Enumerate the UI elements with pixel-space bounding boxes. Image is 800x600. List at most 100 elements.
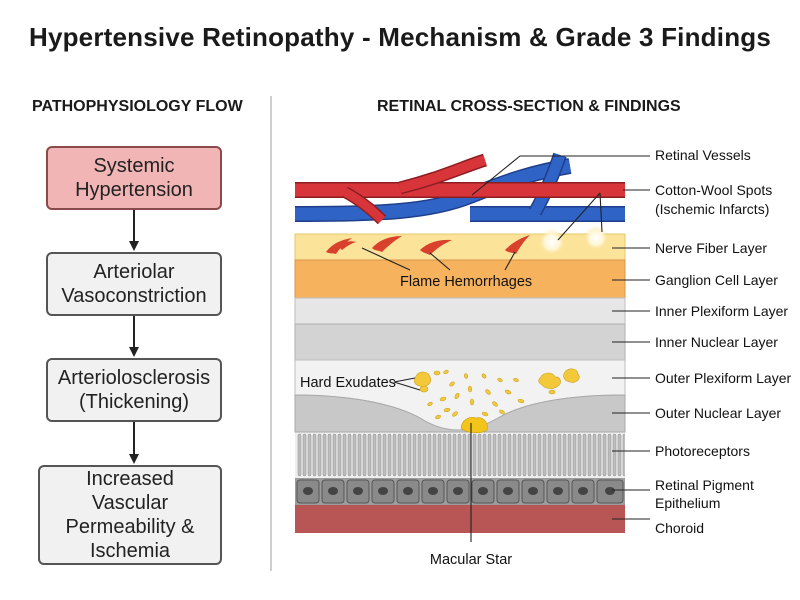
photoreceptor-rod <box>447 433 452 477</box>
choroid-layer <box>295 505 625 533</box>
photoreceptor-rod <box>582 433 587 477</box>
photoreceptor-rod <box>452 433 457 477</box>
flame-hemorrhages <box>326 235 530 255</box>
photoreceptor-rod <box>527 433 532 477</box>
retina-layers <box>294 233 626 533</box>
photoreceptor-rod <box>407 433 412 477</box>
inline-labels: Flame Hemorrhages Hard Exudates Macular … <box>300 274 532 568</box>
photoreceptor-rod <box>597 433 602 477</box>
photoreceptor-rod <box>427 433 432 477</box>
photoreceptor-rod <box>507 433 512 477</box>
photoreceptor-rod <box>437 433 442 477</box>
layer-labels: Retinal Vessels Cotton-Wool Spots (Ische… <box>655 147 791 536</box>
label-cotton-wool-1: Cotton-Wool Spots <box>655 182 772 198</box>
photoreceptor-rod <box>592 433 597 477</box>
photoreceptor-rod <box>362 433 367 477</box>
photoreceptor-rod <box>412 433 417 477</box>
photoreceptor-rod <box>572 433 577 477</box>
photoreceptor-rod <box>532 433 537 477</box>
label-rpe-1: Retinal Pigment <box>655 477 754 493</box>
flow-step-arteriolosclerosis: Arteriolosclerosis(Thickening) <box>46 358 222 422</box>
leader-flame-3 <box>504 251 516 271</box>
label-rpe-2: Epithelium <box>655 495 720 511</box>
photoreceptor-rod <box>352 433 357 477</box>
label-flame-hemorrhages: Flame Hemorrhages <box>400 274 532 290</box>
photoreceptor-rod <box>502 433 507 477</box>
photoreceptor-rod <box>557 433 562 477</box>
cross-section-heading: RETINAL CROSS-SECTION & FINDINGS <box>377 98 681 115</box>
photoreceptor-rod <box>497 433 502 477</box>
photoreceptor-rod <box>417 433 422 477</box>
label-nerve-fiber: Nerve Fiber Layer <box>655 240 767 256</box>
photoreceptor-rod <box>477 433 482 477</box>
photoreceptor-rod <box>622 433 625 477</box>
photoreceptor-rod <box>422 433 427 477</box>
photoreceptor-rod <box>312 433 317 477</box>
photoreceptor-rod <box>387 433 392 477</box>
photoreceptor-rod <box>357 433 362 477</box>
photoreceptor-rod <box>517 433 522 477</box>
photoreceptor-rod <box>327 433 332 477</box>
leader-lines <box>361 155 650 542</box>
page-title: Hypertensive Retinopathy - Mechanism & G… <box>28 22 772 52</box>
photoreceptor-rod <box>442 433 447 477</box>
photoreceptor-rod <box>367 433 372 477</box>
photoreceptor-rod <box>617 433 622 477</box>
photoreceptor-rod <box>297 433 302 477</box>
photoreceptor-rod <box>472 433 477 477</box>
photoreceptor-rod <box>462 433 467 477</box>
leader-hard-exudates-1 <box>393 377 416 383</box>
photoreceptor-rod <box>537 433 542 477</box>
label-inner-nuclear: Inner Nuclear Layer <box>655 334 778 350</box>
photoreceptor-rod <box>492 433 497 477</box>
photoreceptor-rod <box>547 433 552 477</box>
photoreceptor-rod <box>377 433 382 477</box>
photoreceptor-rod <box>487 433 492 477</box>
photoreceptor-rod <box>342 433 347 477</box>
artery-branch-down <box>342 188 386 224</box>
photoreceptor-rod <box>587 433 592 477</box>
photoreceptor-rod <box>347 433 352 477</box>
photoreceptor-rod <box>577 433 582 477</box>
leader-retinal-vessels <box>471 155 650 196</box>
label-macular-star: Macular Star <box>430 552 512 568</box>
label-inner-plexiform: Inner Plexiform Layer <box>655 303 788 319</box>
photoreceptor-rod <box>392 433 397 477</box>
photoreceptor-rod <box>402 433 407 477</box>
photoreceptor-rod <box>482 433 487 477</box>
leader-cotton-wool-2 <box>599 192 603 233</box>
label-hard-exudates: Hard Exudates <box>300 375 396 391</box>
photoreceptor-rod <box>372 433 377 477</box>
photoreceptor-rod <box>522 433 527 477</box>
photoreceptor-rod <box>397 433 402 477</box>
photoreceptor-rod <box>512 433 517 477</box>
label-outer-plexiform: Outer Plexiform Layer <box>655 370 791 386</box>
photoreceptor-rod <box>332 433 337 477</box>
label-cotton-wool-2: (Ischemic Infarcts) <box>655 201 769 217</box>
retinal-vessels <box>294 152 625 225</box>
inner-nuclear-layer <box>294 323 626 361</box>
leader-cotton-wool-1 <box>557 192 601 241</box>
photoreceptor-rod <box>562 433 567 477</box>
hard-exudates <box>414 368 580 434</box>
label-photoreceptors: Photoreceptors <box>655 443 750 459</box>
panel-divider <box>270 96 272 571</box>
photoreceptor-rod <box>322 433 327 477</box>
rpe-cells <box>296 479 624 504</box>
photoreceptor-rod <box>607 433 612 477</box>
photoreceptor-rod <box>307 433 312 477</box>
photoreceptor-rod <box>602 433 607 477</box>
photoreceptor-rod <box>542 433 547 477</box>
leader-hard-exudates-2 <box>393 381 421 391</box>
leader-flame-2 <box>429 252 451 271</box>
photoreceptor-rod <box>457 433 462 477</box>
leader-flame-1 <box>361 247 411 271</box>
label-retinal-vessels: Retinal Vessels <box>655 147 751 163</box>
label-choroid: Choroid <box>655 520 704 536</box>
photoreceptor-rod <box>612 433 617 477</box>
ganglion-cell-layer <box>294 259 626 299</box>
